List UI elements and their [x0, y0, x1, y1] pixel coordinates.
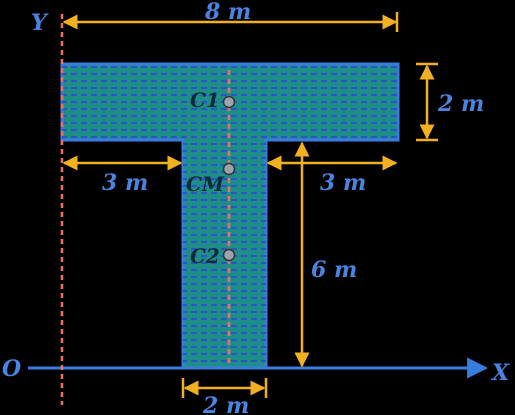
- cm-label: CM: [186, 172, 225, 196]
- right-overhang-label: 3 m: [320, 170, 366, 196]
- cm-point: [222, 162, 236, 176]
- x-axis-label: X: [490, 360, 510, 386]
- c2-point: [222, 248, 236, 262]
- c1-point: [222, 95, 236, 109]
- left-overhang-label: 3 m: [102, 170, 148, 196]
- c1-label: C1: [190, 88, 220, 112]
- origin-label: O: [2, 356, 21, 382]
- c2-label: C2: [190, 244, 220, 268]
- flange-height-label: 2 m: [437, 91, 484, 117]
- y-axis-label: Y: [31, 10, 49, 36]
- web-height-label: 6 m: [311, 257, 357, 283]
- web-width-label: 2 m: [202, 393, 249, 415]
- top-width-label: 8 m: [204, 0, 251, 25]
